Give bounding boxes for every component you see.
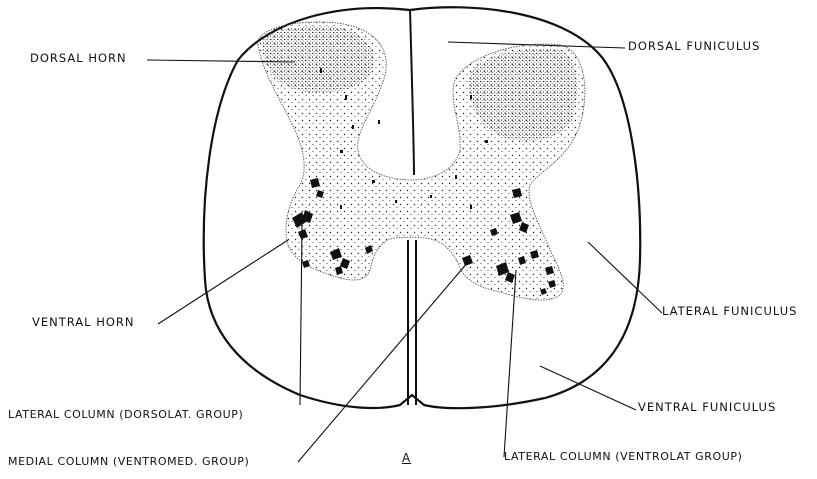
label-lateral-funiculus: LATERAL FUNICULUS (662, 306, 797, 318)
label-lateral-column-ventrolat: LATERAL COLUMN (VENTROLAT GROUP) (504, 451, 743, 462)
label-dorsal-funiculus: DORSAL FUNICULUS (628, 41, 760, 53)
label-ventral-horn: VENTRAL HORN (32, 317, 135, 329)
label-medial-column: MEDIAL COLUMN (VENTROMED. GROUP) (8, 456, 249, 467)
panel-label: A (402, 452, 411, 464)
label-dorsal-horn: DORSAL HORN (30, 53, 127, 65)
label-ventral-funiculus: VENTRAL FUNICULUS (638, 402, 776, 414)
label-lateral-column-dorsolat: LATERAL COLUMN (DORSOLAT. GROUP) (8, 409, 243, 420)
